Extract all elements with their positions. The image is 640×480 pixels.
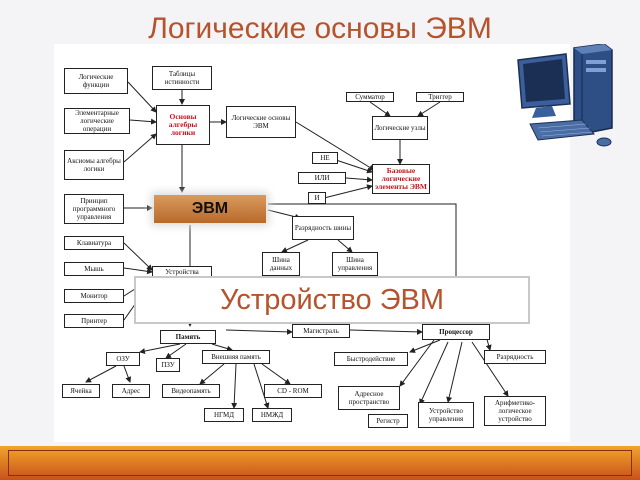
evm-box: ЭВМ [154,195,266,223]
node-klaviatura: Клавиатура [64,236,124,250]
node-aksiomy: Аксиомы алгебры логики [64,150,124,180]
computer-icon [517,44,613,147]
node-razryadnost-shiny: Разрядность шины [292,216,354,240]
node-ili: ИЛИ [298,172,346,184]
node-printer: Принтер [64,314,124,328]
node-nmzhd: НМЖД [252,408,292,422]
node-pzu: ПЗУ [156,358,180,372]
node-videopamyat: Видеопамять [162,384,220,398]
node-bystrodeystvie: Быстродействие [334,352,408,366]
node-bazovye: Базовые логические элементы ЭВМ [372,164,430,194]
node-log-osnovy: Логические основы ЭВМ [226,106,296,138]
node-summator: Сумматор [346,92,394,102]
node-mysh: Мышь [64,262,124,276]
node-osnovy: Основы алгебры логики [156,105,210,145]
node-processor: Процессор [422,324,490,340]
node-magistral: Магистраль [292,324,350,338]
section-banner: Устройство ЭВМ [134,276,530,324]
node-cdrom: CD - ROM [264,384,322,398]
node-znach-log: Элементарные логические операции [64,108,130,134]
slide-title: Логические основы ЭВМ [148,12,492,45]
diagram-panel [54,44,570,442]
node-alu: Арифметико-логическое устройство [484,396,546,426]
node-register: Регистр [368,414,408,428]
node-monitor: Монитор [64,289,124,303]
node-log-func: Логические функции [64,68,128,94]
node-yacheyka: Ячейка [62,384,100,398]
node-printsip: Принцип программного управления [64,194,124,224]
node-tablitsy: Таблицы истинности [152,66,212,90]
node-trigger: Триггер [416,92,464,102]
node-shina-dannyh: Шина данных [262,252,300,276]
node-ozu: ОЗУ [106,352,140,366]
node-adresnoe: Адресное пространство [338,386,400,410]
node-razryadnost: Разрядность [484,350,546,364]
node-i: И [308,192,326,204]
node-ngmd: НГМД [204,408,244,422]
node-ne: НЕ [312,152,338,164]
node-log-uzly: Логические узлы [372,116,428,140]
node-shina-upr: Шина управления [332,252,378,276]
node-pamyat: Память [160,330,216,344]
node-adres: Адрес [112,384,150,398]
node-ustr-upr: Устройство управления [418,402,474,428]
bottom-decor-bar [0,446,640,480]
node-vneshnyaya: Внешняя память [202,350,270,364]
bottom-decor-frame [8,450,632,476]
